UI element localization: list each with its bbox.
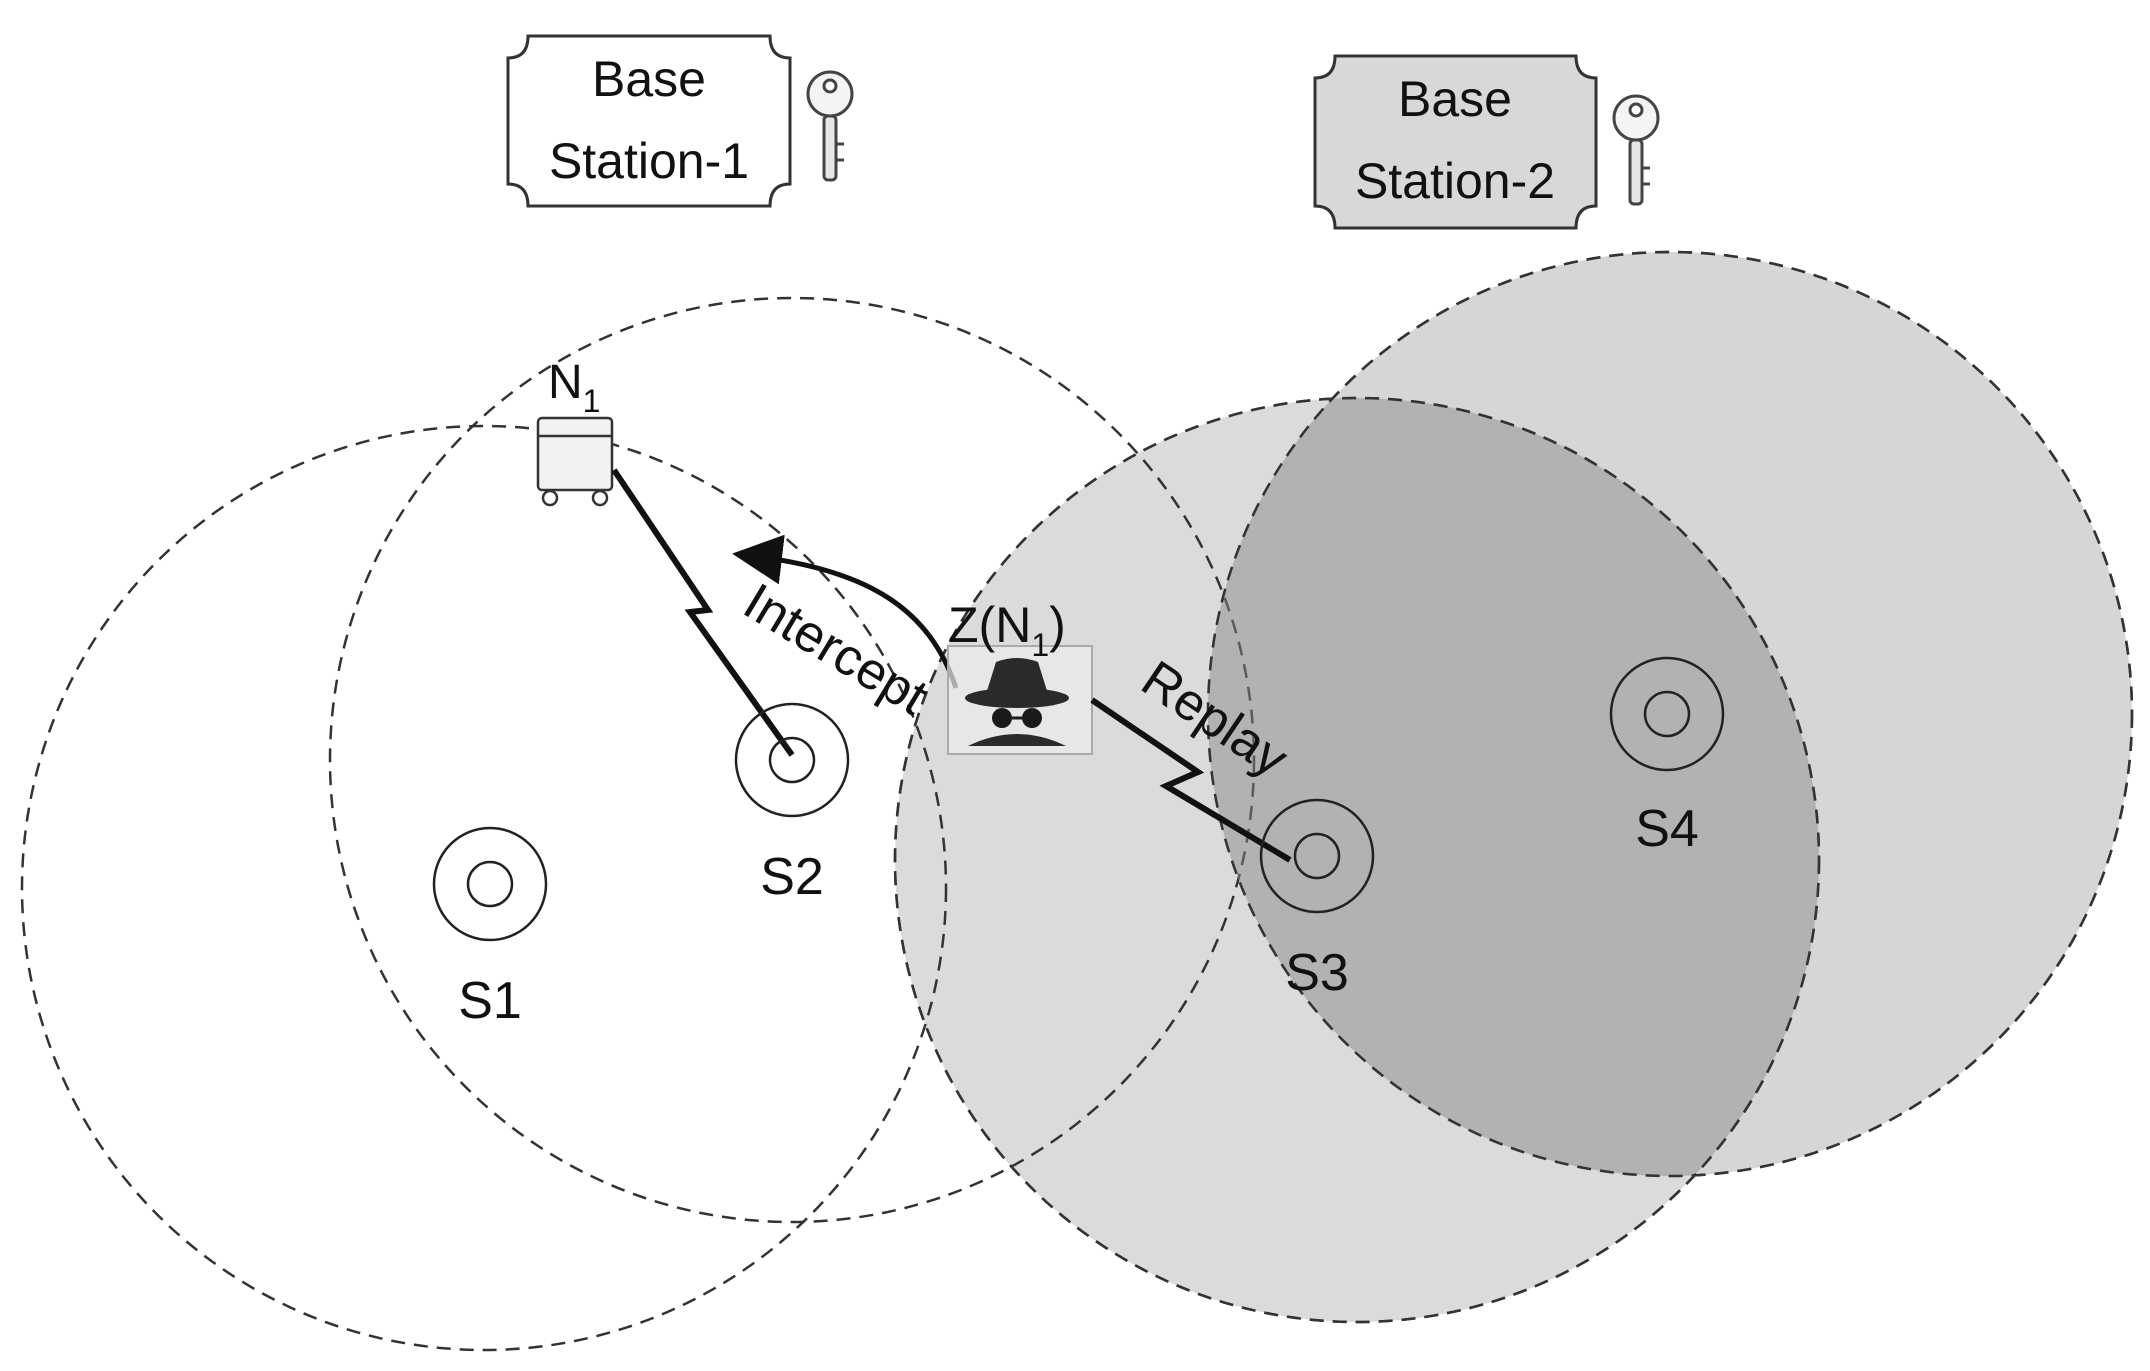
key-icon [806, 70, 854, 182]
coverage-areas [20, 250, 2134, 1352]
base-station-1: Base Station-1 [506, 34, 854, 208]
sensor-s3-label: S3 [1285, 944, 1349, 1002]
attacker-label: Z(N1) [948, 597, 1066, 663]
base-station-2-line1: Base [1398, 71, 1512, 127]
base-station-2: Base Station-2 [1313, 54, 1660, 230]
sensor-icon [1609, 656, 1725, 772]
lightning-link-icon [1090, 697, 1292, 863]
sensor-icon [432, 826, 548, 942]
sensor-s2-label: S2 [760, 848, 824, 906]
node-n1-label: N1 [548, 356, 600, 419]
coverage-circle-s1 [20, 424, 948, 1352]
sensor-icon [1259, 798, 1375, 914]
node-n1: N1 [536, 356, 614, 507]
overlap-region [1208, 398, 1819, 1176]
lightning-link-icon [611, 468, 795, 757]
sensor-s2: S2 [734, 702, 850, 906]
intercept-arrow [732, 534, 959, 689]
base-station-1-box [506, 34, 792, 208]
base-station-1-line2: Station-1 [549, 133, 749, 189]
base-station-2-box [1313, 54, 1598, 230]
sensor-s4-label: S4 [1635, 800, 1699, 858]
sensor-s1: S1 [432, 826, 548, 1030]
sensor-s1-label: S1 [458, 972, 522, 1030]
sensor-s3: S3 [1259, 798, 1375, 1002]
sensor-icon [734, 702, 850, 818]
node-device-icon [536, 416, 614, 507]
spy-icon [965, 658, 1069, 746]
sensor-s4: S4 [1609, 656, 1725, 858]
base-station-1-line1: Base [592, 51, 706, 107]
attacker: Z(N1) [947, 597, 1093, 755]
intercept-label: Intercept [734, 573, 938, 727]
coverage-circle-s2 [328, 296, 1256, 1224]
key-icon [1612, 94, 1660, 206]
base-station-2-line2: Station-2 [1355, 153, 1555, 209]
